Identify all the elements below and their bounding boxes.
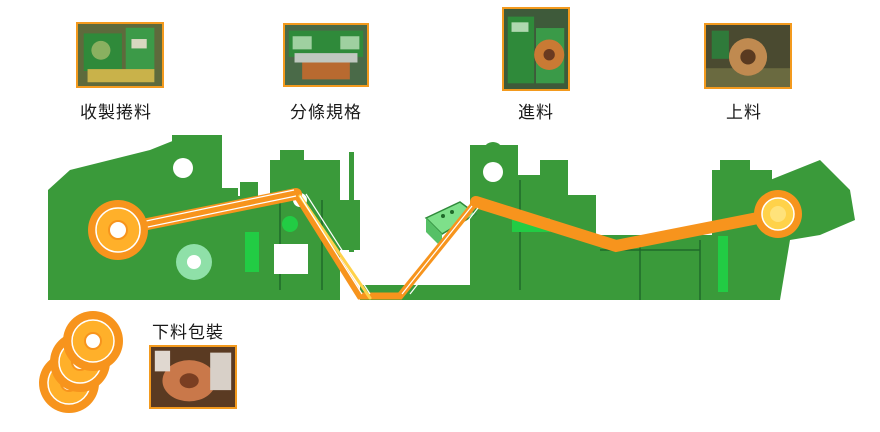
station-label-loading: 上料 xyxy=(726,103,762,123)
station-label-slitting: 分條規格 xyxy=(290,103,362,123)
coil-loading-photo xyxy=(704,23,792,89)
station-label-recoiling: 收製捲料 xyxy=(80,103,152,123)
station-label-unloading: 下料包裝 xyxy=(152,323,224,343)
slitter-photo xyxy=(283,23,369,87)
station-label-feeding: 進料 xyxy=(518,103,554,123)
recoiled-coil-icon xyxy=(88,200,148,260)
strip-slit-lines xyxy=(121,189,479,295)
mother-coil-icon xyxy=(754,190,802,238)
control-panel xyxy=(424,201,478,248)
packing-photo xyxy=(149,345,237,409)
recoiler-photo xyxy=(76,22,164,88)
feeder-photo xyxy=(502,7,570,91)
finished-coils-stack-icon xyxy=(39,311,123,413)
machine-openings xyxy=(173,158,503,274)
